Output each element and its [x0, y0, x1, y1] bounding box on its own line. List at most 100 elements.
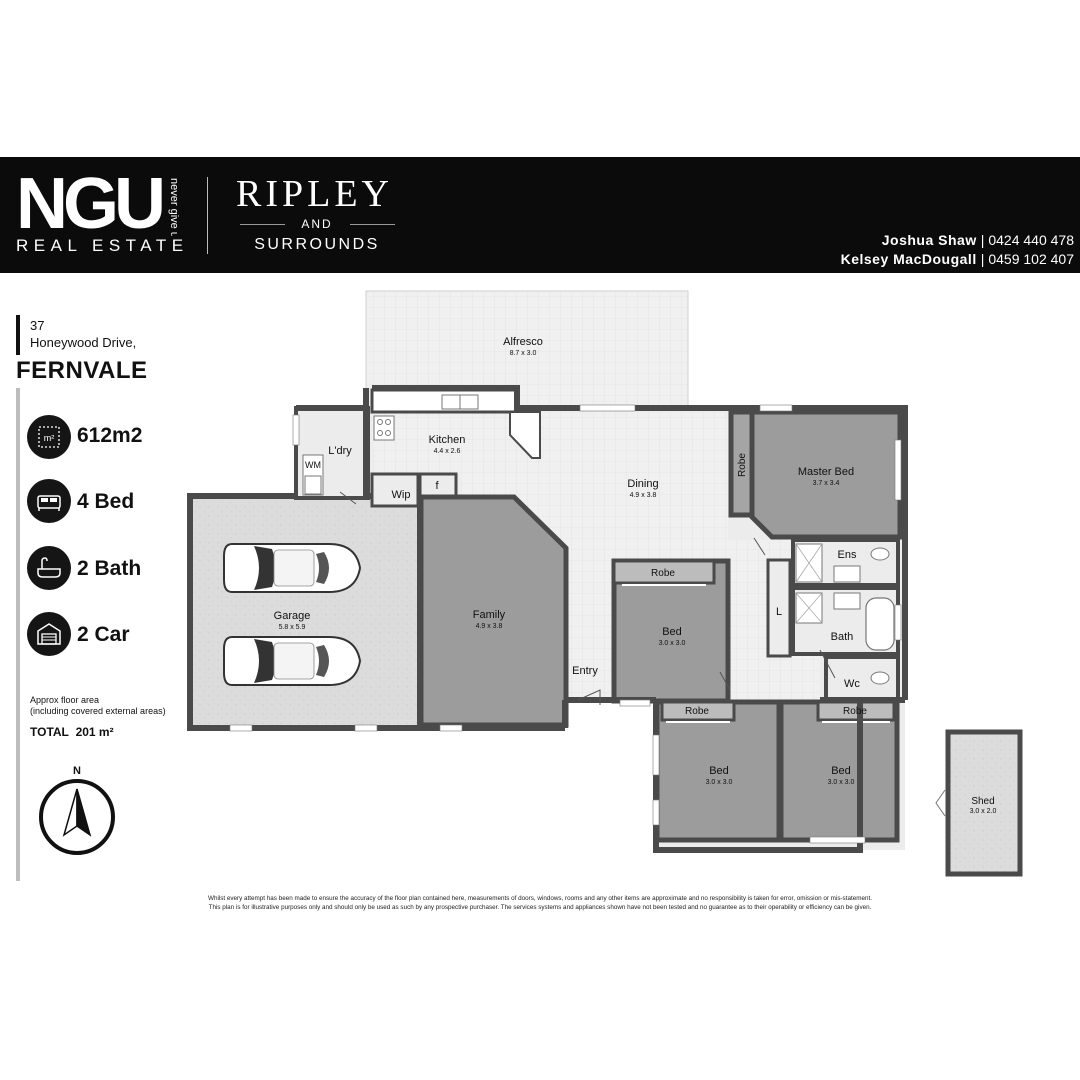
room-label-bed4: Bed — [831, 765, 851, 777]
linen-cupboard — [766, 558, 792, 658]
room-label-linen: L — [776, 606, 782, 618]
door-swing — [339, 491, 357, 505]
room-label-dining: Dining — [627, 478, 658, 490]
window — [652, 734, 660, 776]
brand-rule-left — [240, 224, 285, 225]
bed2-robe — [612, 559, 716, 585]
laundry-tub — [304, 475, 322, 495]
logo-subtitle: REAL ESTATE — [16, 236, 189, 255]
exterior-walls — [296, 385, 908, 853]
window — [652, 799, 660, 826]
room-label-bed2-robe: Robe — [651, 568, 675, 579]
agent-name: Joshua Shaw — [881, 232, 977, 248]
vanity-ens — [833, 565, 861, 583]
room-label-bed4-robe: Robe — [843, 706, 867, 717]
bed-icon — [27, 479, 71, 523]
room-label-bed2: Bed — [662, 626, 682, 638]
window — [759, 404, 793, 412]
bathtub — [865, 597, 895, 651]
room-label-alfresco: Alfresco — [503, 336, 543, 348]
fridge-space — [418, 472, 458, 498]
room-label-garage: Garage — [274, 610, 311, 622]
room-label-family: Family — [473, 609, 506, 621]
bath-count: 2 Bath — [77, 557, 142, 580]
floor-area-note-line1: Approx floor area — [30, 695, 100, 705]
disclaimer-line2: This plan is for illustrative purposes o… — [208, 904, 872, 911]
street-number: 37 — [30, 318, 45, 333]
cooktop — [373, 415, 395, 441]
logo-tagline-text: never give up — [168, 178, 180, 236]
agent-contact: Kelsey MacDougall|0459 102 407 — [840, 251, 1074, 267]
window — [579, 404, 636, 412]
toilet-ens — [870, 547, 890, 561]
room-label-laundry: L'dry — [328, 445, 352, 457]
window — [619, 699, 651, 707]
bath-icon — [27, 546, 71, 590]
logo-tagline: never give up — [168, 178, 180, 236]
room-label-fridge: f — [435, 480, 439, 492]
window — [354, 724, 378, 732]
brand-and: AND — [301, 217, 333, 231]
side-rule — [16, 388, 20, 881]
room-size-bed4: 3.0 x 3.0 — [828, 779, 855, 786]
door-swing — [819, 649, 836, 679]
room-label-ens: Ens — [838, 549, 857, 561]
header-banner — [0, 157, 1080, 273]
window — [809, 836, 866, 844]
floor-area-note-line2: (including covered external areas) — [30, 706, 166, 716]
ngu-logo: NGU — [16, 164, 166, 244]
room-size-dining: 4.9 x 3.8 — [630, 492, 657, 499]
room-label-bed3-robe: Robe — [685, 706, 709, 717]
family-room — [418, 494, 569, 728]
brand-title: RIPLEY — [236, 173, 393, 215]
floor-area-note: Approx floor area (including covered ext… — [30, 695, 166, 717]
car-count: 2 Car — [77, 623, 130, 646]
window — [292, 414, 300, 446]
kitchen-island — [509, 411, 541, 459]
room-size-bed3: 3.0 x 3.0 — [706, 779, 733, 786]
total-floor-area: TOTAL 201 m² — [30, 725, 114, 739]
room-label-entry: Entry — [572, 665, 598, 677]
disclaimer: Whilst every attempt has been made to en… — [120, 894, 960, 912]
bed-count: 4 Bed — [77, 490, 135, 513]
garage-icon — [27, 612, 71, 656]
brand-rule-right — [350, 224, 395, 225]
wip-room — [370, 472, 420, 508]
entry-door — [577, 689, 601, 705]
address-accent-bar — [16, 315, 20, 355]
room-size-bed2: 3.0 x 3.0 — [659, 640, 686, 647]
room-label-wc: Wc — [844, 678, 860, 690]
toilet-wc — [870, 671, 890, 685]
agent-contact: Joshua Shaw|0424 440 478 — [881, 232, 1074, 248]
total-value: 201 m² — [75, 725, 114, 739]
street-name: Honeywood Drive, — [30, 335, 137, 350]
compass-north-label: N — [73, 765, 81, 777]
room-size-shed: 3.0 x 2.0 — [970, 808, 997, 815]
room-size-master-bed: 3.7 x 3.4 — [813, 480, 840, 487]
room-label-bed3: Bed — [709, 765, 729, 777]
window — [229, 724, 253, 732]
shed-door — [935, 789, 946, 817]
agent-phone[interactable]: 0459 102 407 — [988, 251, 1074, 267]
agent-phone[interactable]: 0424 440 478 — [988, 232, 1074, 248]
disclaimer-line1: Whilst every attempt has been made to en… — [208, 895, 872, 902]
agent-name: Kelsey MacDougall — [840, 251, 977, 267]
room-label-master-bed: Master Bed — [798, 466, 854, 478]
room-label-kitchen: Kitchen — [429, 434, 466, 446]
room-label-wm: WM — [305, 460, 321, 470]
window — [894, 439, 902, 501]
window — [894, 604, 902, 641]
land-area-icon: m² — [27, 415, 71, 459]
shed-building — [945, 729, 1023, 877]
bed3-robe — [660, 700, 736, 722]
car-icon — [223, 636, 362, 686]
brand-subtitle: SURROUNDS — [254, 236, 380, 253]
svg-text:m²: m² — [44, 433, 55, 443]
suburb-name: FERNVALE — [16, 357, 148, 384]
room-label-wip: Wip — [392, 489, 411, 501]
room-size-alfresco: 8.7 x 3.0 — [510, 350, 537, 357]
bed4-room — [778, 699, 900, 843]
door-swing — [753, 537, 766, 556]
room-label-master-robe: Robe — [737, 453, 748, 477]
